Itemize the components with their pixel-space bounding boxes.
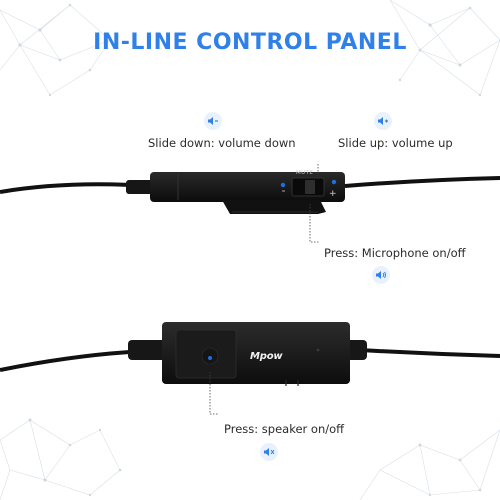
- microphone-badge: [372, 266, 390, 284]
- volume-down-badge: [204, 112, 222, 130]
- speaker-label: Press: speaker on/off: [224, 422, 345, 436]
- speaker-indicator: [208, 356, 212, 360]
- indicator-left: [280, 182, 286, 188]
- page-title: IN-LINE CONTROL PANEL: [93, 30, 407, 55]
- volume-up-label: Slide up: volume up: [338, 136, 453, 150]
- volume-down-label: Slide down: volume down: [148, 136, 296, 150]
- cable-right-top: [344, 176, 500, 188]
- mute-label: MUTE: [296, 170, 314, 176]
- cable-right-bottom: [359, 348, 500, 358]
- speaker-volume-icon: [376, 271, 386, 279]
- brand-logo: Mpow: [250, 351, 283, 362]
- inline-remote-top: +: [0, 164, 500, 243]
- clip: [222, 200, 326, 214]
- volume-up-badge: [374, 112, 392, 130]
- speaker-plus-icon: [378, 117, 388, 125]
- cable-left-top: [0, 182, 131, 194]
- svg-text:+: +: [329, 189, 337, 199]
- speaker-mute-icon: [264, 448, 275, 456]
- speaker-minus-icon: [208, 117, 218, 125]
- indicator-right: [331, 179, 337, 185]
- cable-left-bottom: [0, 350, 131, 372]
- microphone-label: Press: Microphone on/off: [324, 246, 466, 260]
- speaker-badge: [260, 443, 278, 461]
